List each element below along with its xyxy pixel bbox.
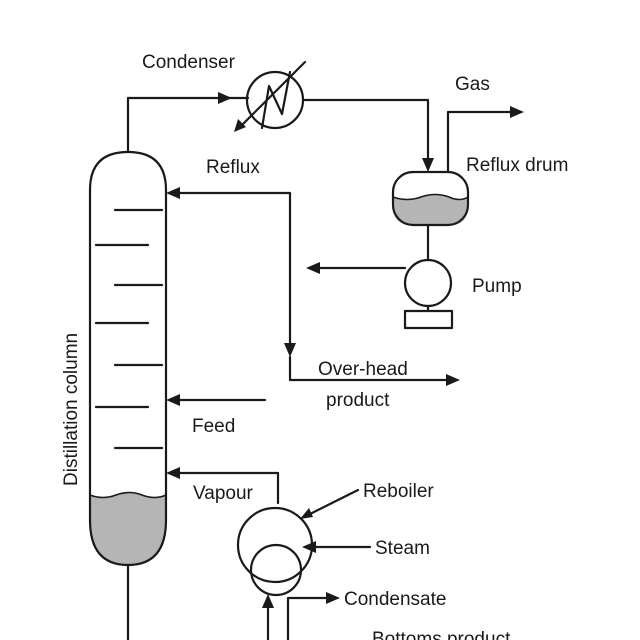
reflux-drum-liquid-surface — [392, 193, 469, 201]
column-liquid-surface — [89, 491, 167, 499]
condenser-label: Condenser — [142, 52, 236, 73]
reflux-drum — [391, 170, 470, 227]
gas-label: Gas — [455, 74, 490, 95]
coolant-line — [238, 60, 307, 129]
column-bottom-liquid — [90, 492, 166, 565]
reflux-arrow — [166, 187, 180, 199]
distillation-column — [88, 150, 168, 640]
vapour-label: Vapour — [193, 483, 254, 504]
overhead-vapour-line — [126, 92, 250, 154]
reboiler-label: Reboiler — [363, 481, 434, 502]
pump-discharge-line — [306, 262, 407, 274]
pump-label: Pump — [472, 276, 522, 297]
reboiler-feed-arrow — [262, 594, 274, 608]
bottoms-product-label: Bottoms product — [372, 629, 511, 640]
steam-label: Steam — [375, 538, 430, 559]
reboiler-leader-arrow — [300, 508, 313, 519]
feed-label: Feed — [192, 416, 235, 437]
condensate-label: Condensate — [344, 589, 446, 610]
reflux-drum-liquid — [393, 194, 468, 225]
pump — [403, 258, 454, 330]
vapour-line — [166, 467, 280, 505]
overhead-product-down-arrow — [284, 343, 296, 357]
reflux-label: Reflux — [206, 157, 260, 178]
vapour-arrow — [166, 467, 180, 479]
feed-arrow — [166, 394, 180, 406]
pump-base — [403, 309, 454, 330]
reflux-drum-shell — [391, 170, 470, 227]
overhead-product-arrow — [446, 374, 460, 386]
gas-outlet-arrow — [510, 106, 524, 118]
reflux-line — [166, 187, 296, 357]
condenser — [234, 60, 307, 132]
pump-casing — [403, 258, 453, 308]
distillation-column-label: Distillation column — [61, 333, 82, 486]
feed-line — [166, 394, 267, 406]
overhead-product-label-line2: product — [326, 390, 390, 411]
reflux-drum-label: Reflux drum — [466, 155, 568, 176]
overhead-vapour-arrow — [218, 92, 232, 104]
coolant-arrow — [234, 119, 246, 132]
reboiler-leader — [304, 488, 360, 518]
condenser-outlet-line — [301, 98, 434, 172]
condenser-coil — [260, 70, 292, 130]
pump-discharge-arrow — [306, 262, 320, 274]
reboiler-tube-bundle — [249, 543, 303, 597]
condenser-outlet-arrow — [422, 158, 434, 172]
column-shell — [88, 150, 168, 567]
reboiler — [236, 488, 372, 640]
gas-outlet-line — [446, 106, 524, 174]
overhead-product-label-line1: Over-head — [318, 359, 408, 380]
overhead-product-line — [288, 355, 460, 386]
condensate-line — [286, 596, 332, 640]
steam-leader-arrow — [302, 541, 316, 553]
condensate-arrow — [326, 592, 340, 604]
